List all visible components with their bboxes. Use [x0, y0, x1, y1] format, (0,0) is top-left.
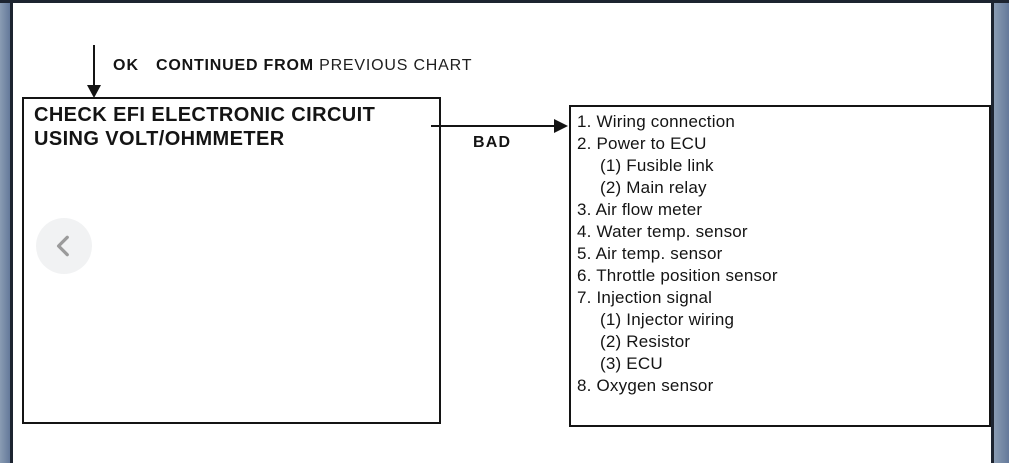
continued-from-label: CONTINUED FROM PREVIOUS CHART — [156, 57, 472, 75]
frame-right-strip — [994, 0, 1009, 463]
bad-result-checklist-box: 1. Wiring connection 2. Power to ECU (1)… — [569, 105, 991, 427]
checklist-subitem: (2) Resistor — [600, 332, 691, 351]
bad-arrow-line — [431, 125, 556, 127]
check-box-title-line1: CHECK EFI ELECTRONIC CIRCUIT — [34, 104, 376, 126]
continued-from-text: CONTINUED FROM — [156, 57, 314, 74]
checklist-subitem: (1) Fusible link — [600, 156, 714, 175]
checklist-item: 3. Air flow meter — [577, 200, 703, 219]
checklist-item: 7. Injection signal — [577, 288, 713, 307]
checklist-item: 4. Water temp. sensor — [577, 222, 748, 241]
chevron-left-icon — [51, 233, 77, 259]
check-efi-circuit-box: CHECK EFI ELECTRONIC CIRCUIT USING VOLT/… — [22, 97, 441, 424]
ok-label: OK — [113, 57, 139, 74]
back-button[interactable] — [36, 218, 92, 274]
checklist-subitem: (3) ECU — [600, 354, 663, 373]
frame-right-border — [991, 0, 994, 463]
bad-label: BAD — [473, 134, 512, 151]
check-box-title-line2: USING VOLT/OHMMETER — [34, 128, 285, 150]
checklist-item: 1. Wiring connection — [577, 112, 736, 131]
entry-arrow-head — [87, 85, 101, 98]
checklist-item: 2. Power to ECU — [577, 134, 707, 153]
checklist-item: 6. Throttle position sensor — [577, 266, 778, 285]
checklist-subitem: (2) Main relay — [600, 178, 707, 197]
checklist-subitem: (1) Injector wiring — [600, 310, 735, 329]
checklist-item: 8. Oxygen sensor — [577, 376, 714, 395]
bad-arrow-head — [554, 119, 568, 133]
previous-chart-text: PREVIOUS CHART — [319, 57, 473, 74]
frame-left-strip — [0, 0, 10, 463]
entry-arrow-line — [93, 45, 95, 87]
frame-top-border — [0, 0, 1009, 3]
checklist-item: 5. Air temp. sensor — [577, 244, 723, 263]
frame-left-border — [10, 0, 13, 463]
